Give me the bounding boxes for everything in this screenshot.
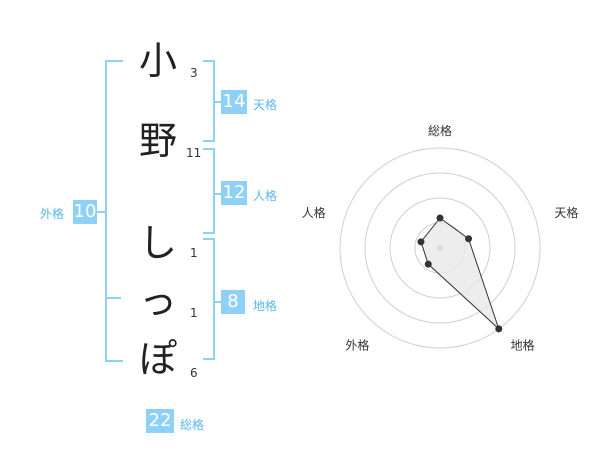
- radar-axis-label-5: 人格: [302, 205, 326, 220]
- chikaku-bracket: [203, 238, 215, 360]
- radar-point-2: [465, 235, 473, 243]
- radar-ring-2: [389, 197, 491, 299]
- jinkaku-label: 人格: [253, 189, 278, 203]
- stroke-count-5: 6: [190, 366, 198, 380]
- tenkaku-connector: [215, 101, 221, 103]
- soukaku-label: 総格: [180, 418, 205, 432]
- stroke-count-1: 3: [190, 66, 198, 80]
- stroke-count-4: 1: [190, 306, 198, 320]
- radar-axis-label-2: 天格: [554, 205, 578, 220]
- name-char-2: 野: [138, 119, 177, 163]
- name-char-1: 小: [138, 39, 177, 83]
- chikaku-label: 地格: [253, 299, 278, 313]
- tenkaku-bracket: [203, 60, 215, 142]
- radar-ring-4: [339, 147, 541, 349]
- tenkaku-badge: 14: [221, 90, 247, 114]
- radar-axis-label-1: 総格: [428, 123, 452, 138]
- gaikaku-bracket: [105, 60, 123, 362]
- stroke-count-3: 1: [190, 246, 198, 260]
- radar-point-3: [495, 325, 503, 333]
- gaikaku-bracket-tick: [105, 297, 121, 299]
- jinkaku-connector: [215, 193, 221, 195]
- jinkaku-bracket: [203, 148, 215, 234]
- radar-polygon: [420, 217, 500, 330]
- radar-point-5: [417, 238, 425, 246]
- gaikaku-label: 外格: [40, 207, 65, 221]
- chikaku-connector: [215, 301, 221, 303]
- chikaku-badge: 8: [221, 290, 245, 314]
- radar-axis-label-4: 外格: [345, 338, 369, 353]
- name-char-4: っ: [138, 279, 177, 323]
- name-char-3: し: [138, 221, 177, 265]
- radar-ring-3: [364, 172, 516, 324]
- gaikaku-badge: 10: [73, 200, 97, 224]
- radar-axis-label-3: 地格: [511, 338, 535, 353]
- stroke-count-2: 11: [186, 146, 202, 160]
- soukaku-badge: 22: [146, 409, 174, 433]
- jinkaku-badge: 12: [221, 181, 247, 205]
- tenkaku-label: 天格: [253, 98, 278, 112]
- name-char-5: ぽ: [138, 337, 177, 381]
- radar-point-1: [436, 214, 444, 222]
- radar-point-4: [424, 260, 432, 268]
- gaikaku-connector: [97, 211, 105, 213]
